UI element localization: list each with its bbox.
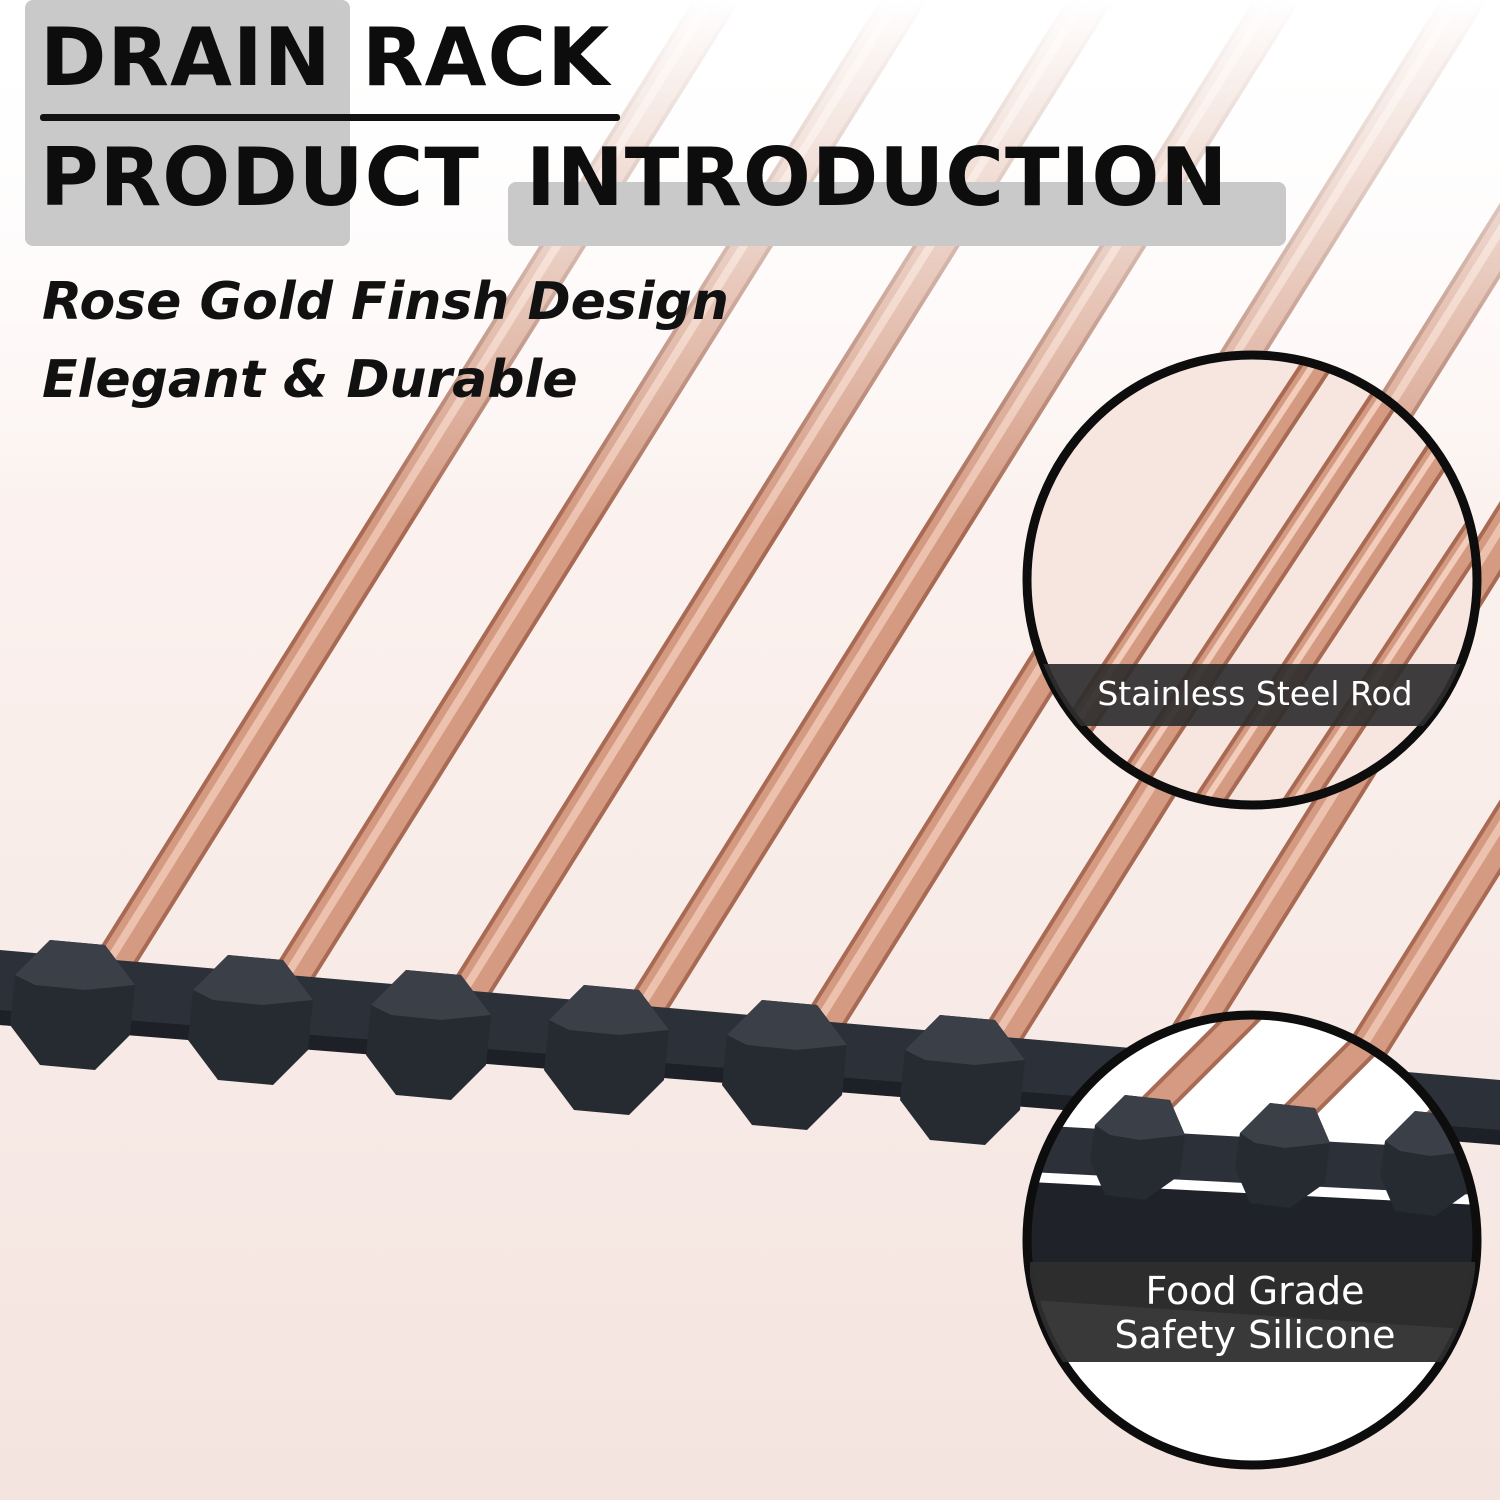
title-word-rack: RACK — [362, 11, 611, 104]
callout-label-stainless-steel-rod: Stainless Steel Rod — [1097, 674, 1413, 713]
title-highlight-left — [25, 0, 350, 246]
callout-label-food-grade-line-1: Food Grade — [1145, 1269, 1365, 1313]
callout-band — [1030, 664, 1475, 726]
callout-stainless-steel-rod — [1022, 350, 1482, 810]
silicone-foot-closeup — [1090, 1095, 1185, 1200]
title-word-introduction: INTRODUCTION — [526, 131, 1229, 224]
tagline-line-2: Elegant & Durable — [42, 350, 578, 410]
rod-closeup — [1087, 355, 1443, 805]
title-word-product: PRODUCT — [40, 131, 480, 224]
title-highlight-right — [508, 182, 1286, 246]
callout-band — [1030, 1262, 1475, 1362]
callout-food-grade-silicone — [1022, 1010, 1482, 1470]
tagline-line-1: Rose Gold Finsh Design — [42, 272, 729, 332]
title-underline — [40, 114, 620, 121]
rod-closeup — [1267, 355, 1477, 805]
callout-label-safety-silicone-line-2: Safety Silicone — [1114, 1313, 1396, 1357]
title-word-drain: DRAIN — [40, 11, 332, 104]
silicone-foot-closeup — [1235, 1103, 1330, 1208]
